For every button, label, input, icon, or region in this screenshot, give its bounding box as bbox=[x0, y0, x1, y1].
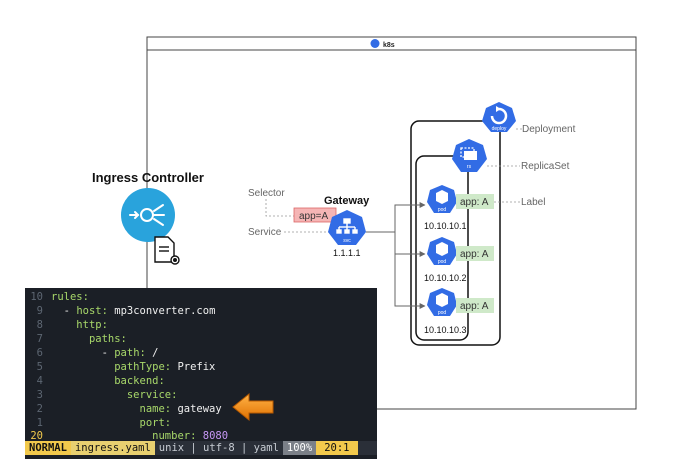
label-annotation: Label bbox=[521, 197, 545, 208]
svg-text:rs: rs bbox=[467, 164, 472, 170]
pointer-arrow-icon bbox=[232, 392, 274, 422]
code-line: 1 port: bbox=[36, 417, 172, 429]
ingress-icon bbox=[121, 188, 175, 242]
code-line-current: 20 number: 8080 bbox=[30, 430, 229, 442]
selector-tag bbox=[293, 207, 337, 223]
code-line: 5 pathType: Prefix bbox=[36, 361, 216, 373]
pod-1: pod app: A 10.10.10.1 bbox=[424, 185, 494, 231]
gateway-ip: 1.1.1.1 bbox=[333, 248, 361, 258]
svg-text:deploy: deploy bbox=[492, 126, 507, 132]
pod-label-tag bbox=[456, 194, 494, 209]
cluster-title: k8s bbox=[383, 42, 395, 49]
deployment-frame bbox=[410, 120, 501, 346]
pod-ip: 10.10.10.2 bbox=[424, 273, 467, 283]
scroll-percent: 100% bbox=[282, 441, 317, 455]
ingress-title: Ingress Controller bbox=[92, 170, 204, 185]
code-line: 9 - host: mp3converter.com bbox=[36, 305, 216, 317]
replicaset-icon: rs bbox=[452, 139, 487, 172]
pod-ip: 10.10.10.1 bbox=[424, 221, 467, 231]
code-line: 3 service: bbox=[36, 389, 178, 401]
ingress-controller: Ingress Controller bbox=[92, 170, 204, 265]
code-line: 2 name: gateway bbox=[36, 403, 222, 415]
cursor-position: 20:1 bbox=[316, 441, 358, 455]
gateway-service: Gateway app=A svc 1.1.1.1 bbox=[293, 195, 370, 258]
pod-label-tag bbox=[456, 298, 494, 313]
svg-text:svc: svc bbox=[343, 238, 351, 244]
pod-2: pod app: A 10.10.10.2 bbox=[424, 237, 494, 283]
svg-text:pod: pod bbox=[438, 310, 447, 316]
selector-annotation: Selector bbox=[248, 188, 285, 199]
k8s-logo-icon bbox=[370, 39, 380, 48]
svg-text:app: A: app: A bbox=[460, 197, 489, 208]
code-line: 7 paths: bbox=[36, 333, 127, 345]
config-doc-icon bbox=[154, 236, 180, 265]
deployment-annotation: Deployment bbox=[522, 124, 576, 135]
file-info: unix | utf-8 | yaml bbox=[158, 442, 279, 454]
mode-indicator: NORMAL bbox=[25, 441, 71, 455]
filename: ingress.yaml bbox=[70, 441, 155, 455]
svg-text:app: A: app: A bbox=[460, 301, 489, 312]
pod-label-tag bbox=[456, 246, 494, 261]
svg-text:pod: pod bbox=[438, 259, 447, 265]
deployment-icon: deploy bbox=[482, 102, 516, 132]
code-line: 8 http: bbox=[36, 319, 108, 331]
gateway-title: Gateway bbox=[324, 195, 370, 207]
code-line: 6 - path: / bbox=[36, 347, 159, 359]
pod-3: pod app: A 10.10.10.3 bbox=[424, 288, 494, 335]
svg-text:app: A: app: A bbox=[460, 249, 489, 260]
code-line: 4 backend: bbox=[36, 375, 165, 387]
pod-ip: 10.10.10.3 bbox=[424, 325, 467, 335]
selector-tag-text: app=A bbox=[299, 211, 329, 222]
service-annotation: Service bbox=[248, 227, 282, 238]
replicaset-annotation: ReplicaSet bbox=[521, 161, 570, 172]
svg-text:pod: pod bbox=[438, 207, 447, 213]
